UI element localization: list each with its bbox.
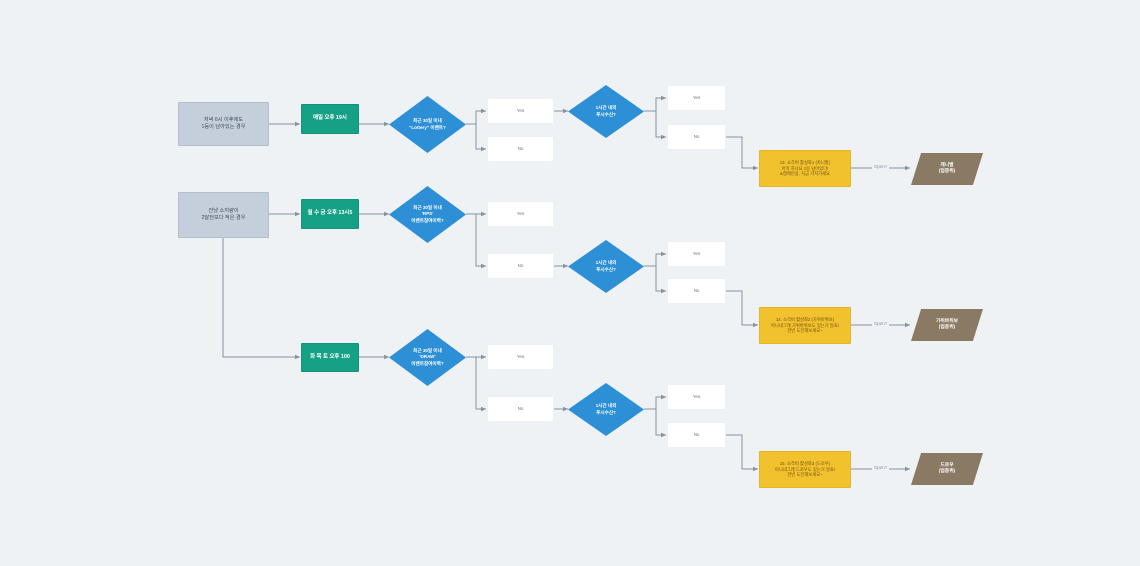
- schedule-node-1[interactable]: 매일 오후 19시: [301, 104, 359, 134]
- action-node-1-line3: &캠페인용, 지금 가져가세요: [780, 171, 830, 177]
- action-node-1[interactable]: 13. 소각비 활성화1 (카니발) 아직 하나요 1등 남아있다! &캠페인용…: [759, 150, 851, 187]
- terminal-node-1-line2: (업종퀴): [938, 169, 956, 174]
- schedule-node-2[interactable]: 월 수 금 오후 13시5: [301, 199, 359, 229]
- action-node-2-line2: 아니네그래 가위바위보도 있는거 알죠!: [770, 322, 840, 328]
- no-box-1-label: No: [517, 145, 524, 151]
- yes-box-6-label: Yes: [692, 393, 701, 399]
- yes-box-4[interactable]: Yes: [667, 241, 726, 267]
- no-box-6[interactable]: No: [667, 422, 726, 448]
- yes-box-1-label: Yes: [516, 107, 525, 113]
- terminal-node-2[interactable]: 가위바위보 (업종퀴): [911, 309, 983, 341]
- push-decision-2[interactable]: 1시간 내외 푸시수신?: [568, 240, 644, 293]
- parallelogram-shape: [911, 309, 983, 341]
- action-node-3-line1: 15. 소각비 활성화3 (드로우): [779, 460, 831, 466]
- decision-node-3[interactable]: 최근 30일 이내 'DRAW' 이벤트참여이력?: [389, 329, 466, 386]
- push-decision-3[interactable]: 1시간 내외 푸시수신?: [568, 383, 644, 436]
- yes-box-5[interactable]: Yes: [487, 344, 554, 370]
- terminal-node-3[interactable]: 드로우 (업종퀴): [911, 453, 983, 485]
- terminal-node-2-line1: 가위바위보: [935, 318, 959, 324]
- start-node-2-line1: 잔냥 소지량이: [208, 207, 239, 214]
- start-node-2[interactable]: 잔냥 소지량이 2달전보다 적은 경우: [178, 192, 269, 238]
- action-node-3[interactable]: 15. 소각비 활성화3 (드로우) 아니네그래 드로우도 있는거 알죠! 한번…: [759, 451, 851, 488]
- action-node-2[interactable]: 14. 소각비 활성화2 (가위바위보) 아니네그래 가위바위보도 있는거 알죠…: [759, 307, 851, 344]
- start-node-1-line2: 1등이 남아있는 경우: [201, 124, 246, 130]
- yes-box-4-label: Yes: [692, 250, 701, 256]
- push-decision-3-line1: 1시간 내외: [595, 403, 617, 409]
- yes-box-2-label: Yes: [692, 94, 701, 100]
- terminal-node-2-line2: (업종퀴): [938, 325, 956, 330]
- parallelogram-shape: [911, 453, 983, 485]
- schedule-node-3[interactable]: 화 목 토 오후 100: [301, 343, 359, 372]
- decision-node-3-line2: 'DRAW': [419, 354, 436, 360]
- no-box-6-label: No: [693, 431, 700, 437]
- no-box-2-label: No: [693, 133, 700, 139]
- no-box-2[interactable]: No: [667, 124, 726, 150]
- terminal-node-3-line1: 드로우: [940, 462, 954, 468]
- push-decision-2-line2: 푸시수신?: [596, 266, 616, 272]
- edge-label-open-3: Open?: [872, 465, 890, 470]
- push-decision-2-line1: 1시간 내외: [595, 260, 617, 266]
- schedule-node-1-line1: 매일 오후 19시: [313, 115, 347, 122]
- action-node-3-line3: 한번 도전해보세요~: [787, 472, 823, 478]
- no-box-4-label: No: [693, 287, 700, 293]
- edge-label-open-1: Open?: [872, 164, 890, 169]
- schedule-node-2-line1: 월 수 금 오후 13시5: [307, 210, 353, 217]
- yes-box-1[interactable]: Yes: [487, 98, 554, 124]
- push-decision-3-line2: 푸시수신?: [596, 409, 616, 415]
- decision-node-1[interactable]: 최근 30일 이내 "Lottery" 이벤트?: [389, 96, 466, 153]
- terminal-node-3-line2: (업종퀴): [938, 469, 956, 474]
- decision-node-1-line1: 최근 30일 이내: [413, 118, 442, 124]
- decision-node-2-line1: 최근 30일 이내: [413, 205, 442, 211]
- action-node-2-line3: 한번 도전해보세요~: [787, 328, 823, 334]
- edge-label-open-2: Open?: [872, 321, 890, 326]
- action-node-2-line1: 14. 소각비 활성화2 (가위바위보): [775, 316, 835, 322]
- decision-node-3-line3: 이벤트참여이력?: [411, 360, 444, 366]
- push-decision-1[interactable]: 1시간 내외 푸시수신?: [568, 85, 644, 138]
- decision-node-3-line1: 최근 30일 이내: [413, 348, 442, 354]
- no-box-1[interactable]: No: [487, 136, 554, 162]
- no-box-5-label: No: [517, 405, 524, 411]
- decision-node-2[interactable]: 최근 30일 이내 'RPS' 이벤트참여이력?: [389, 186, 466, 243]
- decision-node-2-line2: 'RPS': [421, 211, 434, 217]
- parallelogram-shape: [911, 153, 983, 185]
- terminal-node-1-line1: 캐니발: [940, 162, 954, 168]
- decision-node-2-line3: 이벤트참여이력?: [411, 217, 444, 223]
- action-node-1-line1: 13. 소각비 활성화1 (카니발): [779, 159, 831, 165]
- yes-box-6[interactable]: Yes: [667, 384, 726, 410]
- action-node-3-line2: 아니네그래 드로우도 있는거 알죠!: [774, 466, 836, 472]
- start-node-1[interactable]: 저녁 6시 이후에도 1등이 남아있는 경우: [178, 102, 269, 146]
- action-node-1-line2: 아직 하나요 1등 남아있다!: [781, 165, 829, 171]
- yes-box-3[interactable]: Yes: [487, 201, 554, 227]
- push-decision-1-line1: 1시간 내외: [595, 105, 617, 111]
- start-node-1-line1: 저녁 6시 이후에도: [203, 116, 244, 123]
- no-box-3-label: No: [517, 262, 524, 268]
- no-box-4[interactable]: No: [667, 278, 726, 304]
- push-decision-1-line2: 푸시수신?: [596, 111, 616, 117]
- terminal-node-1[interactable]: 캐니발 (업종퀴): [911, 153, 983, 185]
- yes-box-2[interactable]: Yes: [667, 85, 726, 111]
- no-box-3[interactable]: No: [487, 253, 554, 279]
- yes-box-5-label: Yes: [516, 353, 525, 359]
- schedule-node-3-line1: 화 목 토 오후 100: [310, 353, 350, 360]
- start-node-2-line2: 2달전보다 적은 경우: [201, 215, 246, 221]
- yes-box-3-label: Yes: [516, 210, 525, 216]
- no-box-5[interactable]: No: [487, 396, 554, 422]
- decision-node-1-line2: "Lottery" 이벤트?: [409, 124, 446, 130]
